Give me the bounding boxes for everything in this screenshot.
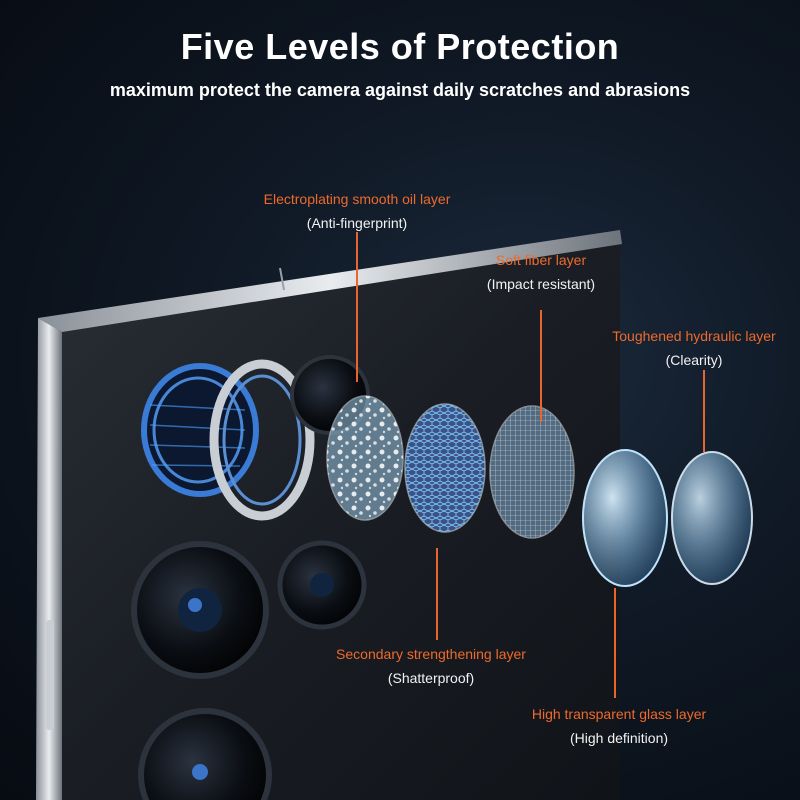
layer-name: High transparent glass layer: [531, 706, 707, 722]
leader-line-fiber: [540, 310, 542, 422]
layer-disc-hydraulic: [671, 451, 753, 585]
layer-disc-glass: [582, 449, 668, 587]
layer-note: (Impact resistant): [486, 276, 596, 292]
layer-note: (Shatterproof): [387, 670, 475, 686]
layer-label-hydraulic: Toughened hydraulic layer (Clearity): [612, 327, 775, 369]
layer-label-glass: High transparent glass layer (High defin…: [532, 705, 706, 747]
phone-frame-side: [36, 318, 62, 800]
layer-label-oil: Electroplating smooth oil layer (Anti-fi…: [264, 190, 451, 232]
layer-note: (High definition): [569, 730, 669, 746]
camera-lens-4: [138, 708, 272, 800]
layer-name: Secondary strengthening layer: [336, 646, 526, 662]
layer-label-fiber: Soft fiber layer (Impact resistant): [487, 251, 595, 293]
leader-line-oil: [356, 232, 358, 382]
leader-line-hydraulic: [703, 370, 705, 452]
layer-note: (Anti-fingerprint): [306, 215, 408, 231]
layer-note: (Clearity): [665, 352, 723, 368]
layer-name: Toughened hydraulic layer: [612, 328, 776, 344]
leader-line-strengthening: [436, 548, 438, 640]
layer-name: Electroplating smooth oil layer: [263, 191, 451, 207]
side-button: [46, 620, 54, 730]
page-title: Five Levels of Protection: [180, 26, 620, 67]
layer-name: Soft fiber layer: [495, 252, 587, 268]
page-subtitle: maximum protect the camera against daily…: [109, 80, 691, 100]
leader-line-glass: [614, 588, 616, 698]
main-camera-lens: [141, 359, 315, 521]
phone-frame-top: [38, 230, 622, 332]
layer-label-strengthening: Secondary strengthening layer (Shatterpr…: [336, 645, 526, 687]
